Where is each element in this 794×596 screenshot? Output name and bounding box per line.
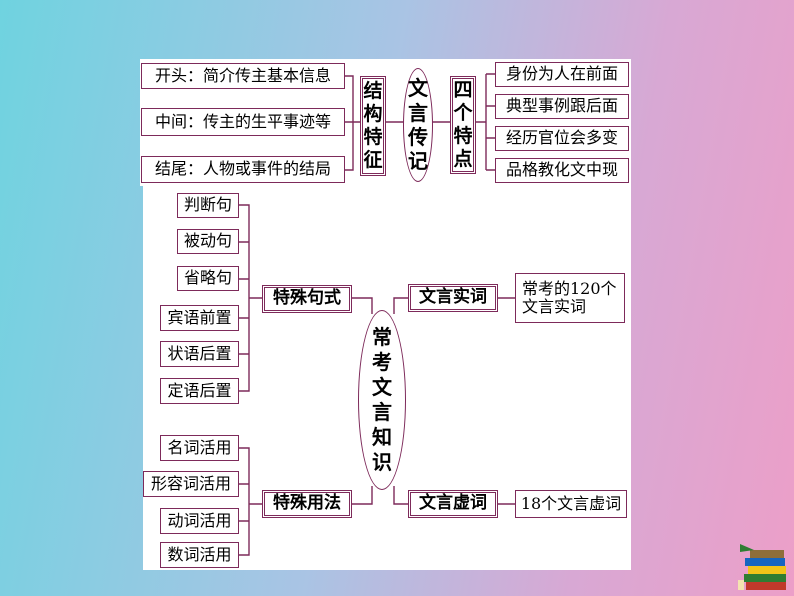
- usage-item-noun: 名词活用: [160, 435, 239, 461]
- sentence-item-omission: 省略句: [177, 266, 239, 291]
- structure-item-opening: 开头：简介传主基本信息: [141, 63, 345, 89]
- classical-biography-center: 文言传记: [403, 68, 433, 182]
- connector-right-center: [393, 297, 409, 505]
- sentence-item-judgment: 判断句: [177, 193, 239, 218]
- content-words-label: 文言实词: [408, 284, 498, 312]
- connector-structure: [345, 75, 361, 171]
- feature-item-character: 品格教化文中现: [495, 158, 629, 183]
- sentence-item-passive: 被动句: [177, 229, 239, 254]
- feature-item-career: 经历官位会多变: [495, 126, 629, 151]
- feature-item-identity: 身份为人在前面: [495, 62, 629, 87]
- content-words-detail: 常考的120个 文言实词: [515, 273, 625, 323]
- sentence-item-object-preposed: 宾语前置: [160, 305, 239, 331]
- function-words-label: 文言虚词: [408, 490, 498, 518]
- special-sentences-label: 特殊句式: [262, 285, 352, 313]
- connector-features: [474, 73, 495, 171]
- structure-item-ending: 结尾：人物或事件的结局: [141, 156, 345, 183]
- four-characteristics-label: 四个特点: [450, 76, 476, 174]
- function-words-detail: 18个文言虚词: [515, 490, 627, 518]
- sentence-item-attributive-postposed: 定语后置: [160, 378, 239, 404]
- connector-special-sentences: [239, 204, 262, 392]
- common-classical-knowledge-center: 常考文言知识: [358, 310, 406, 490]
- sentence-item-adverbial-postposed: 状语后置: [160, 341, 239, 367]
- structure-features-label: 结构特征: [360, 76, 386, 176]
- usage-item-verb: 动词活用: [160, 508, 239, 534]
- feature-item-examples: 典型事例跟后面: [495, 94, 629, 119]
- special-usage-label: 特殊用法: [262, 490, 352, 518]
- books-icon: [738, 544, 786, 590]
- structure-item-middle: 中间：传主的生平事迹等: [141, 108, 345, 136]
- connector-left-center: [351, 297, 373, 505]
- usage-item-adjective: 形容词活用: [143, 471, 239, 497]
- usage-item-numeral: 数词活用: [160, 542, 239, 568]
- connector-special-usage: [239, 447, 262, 556]
